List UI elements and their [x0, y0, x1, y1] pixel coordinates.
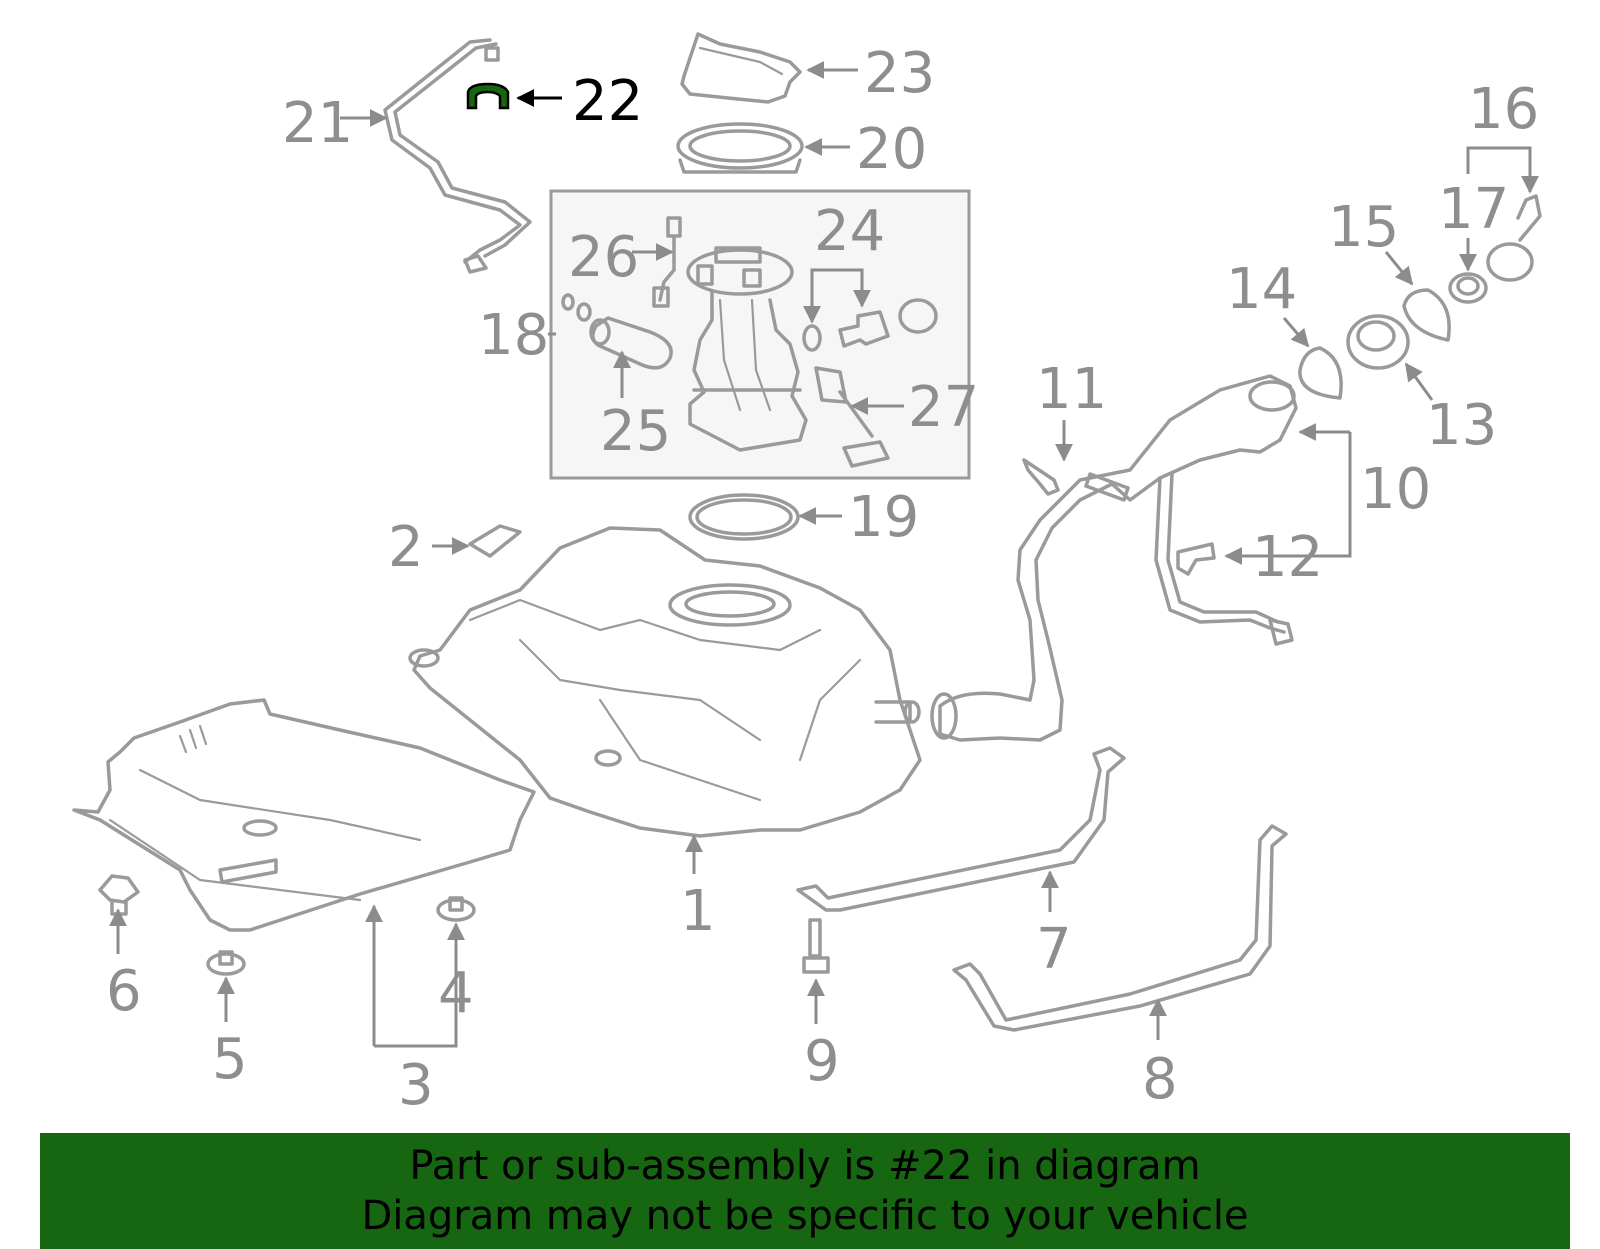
clip-6-part[interactable]: [98, 874, 140, 916]
gasket-part[interactable]: [688, 493, 800, 541]
label-12: 12: [1252, 525, 1323, 590]
label-27: 27: [908, 375, 979, 440]
label-10: 10: [1360, 457, 1431, 522]
label-15: 15: [1328, 195, 1399, 260]
ring-15-part[interactable]: [1402, 288, 1451, 342]
label-11: 11: [1036, 357, 1107, 422]
label-2: 2: [388, 515, 424, 580]
retainer-ring-part[interactable]: [676, 122, 804, 174]
label-20: 20: [856, 117, 927, 182]
strap-8-part[interactable]: [952, 824, 1288, 1032]
label-21: 21: [282, 91, 353, 156]
fuel-cap-16-part[interactable]: [1486, 194, 1542, 282]
fuel-line-part[interactable]: [383, 38, 532, 274]
label-22: 22: [572, 69, 643, 134]
clip-5-part[interactable]: [206, 950, 246, 976]
fuel-pump-assembly-part[interactable]: [686, 246, 808, 452]
banner-line-part-number: Part or sub-assembly is #22 in diagram: [409, 1143, 1201, 1189]
label-14: 14: [1226, 257, 1297, 322]
label-7: 7: [1036, 917, 1072, 982]
label-plate-part[interactable]: [468, 524, 522, 558]
label-6: 6: [106, 959, 142, 1024]
label-5: 5: [212, 1027, 248, 1092]
fuel-tank-part[interactable]: [408, 526, 922, 838]
label-25: 25: [600, 399, 671, 464]
gasket-17-part[interactable]: [1448, 272, 1488, 304]
label-8: 8: [1142, 1047, 1178, 1112]
banner-line-disclaimer: Diagram may not be specific to your vehi…: [361, 1193, 1249, 1239]
filler-pipe-part[interactable]: [930, 374, 1298, 742]
label-4: 4: [438, 961, 474, 1026]
ring-14-part[interactable]: [1298, 346, 1343, 400]
label-24: 24: [814, 199, 885, 264]
regulator-part[interactable]: [802, 298, 938, 352]
clip-part-highlighted[interactable]: [466, 82, 510, 110]
label-16: 16: [1468, 77, 1539, 142]
label-26: 26: [568, 225, 639, 290]
label-23: 23: [864, 41, 935, 106]
clip-4-part[interactable]: [436, 896, 476, 922]
strap-7-part[interactable]: [796, 746, 1126, 912]
label-9: 9: [804, 1029, 840, 1094]
callout-labels: 1 2 3 4 5 6 7 8 9 10 11 12 13 14 15 16 1…: [106, 41, 1539, 1118]
label-1: 1: [680, 879, 716, 944]
label-17: 17: [1438, 177, 1509, 242]
wiring-part[interactable]: [652, 216, 682, 308]
label-3: 3: [398, 1053, 434, 1118]
bolt-9-part[interactable]: [802, 918, 830, 974]
protector-plate-part[interactable]: [72, 698, 536, 932]
info-banner: Part or sub-assembly is #22 in diagram D…: [40, 1133, 1570, 1249]
label-13: 13: [1426, 393, 1497, 458]
label-18: 18: [478, 303, 549, 368]
pump-motor-part[interactable]: [561, 293, 673, 370]
label-19: 19: [848, 485, 919, 550]
leader-lines: [109, 61, 1539, 1048]
cover-part[interactable]: [680, 32, 802, 104]
fuel-pump-box: [549, 189, 971, 480]
grommet-13-part[interactable]: [1346, 314, 1410, 370]
